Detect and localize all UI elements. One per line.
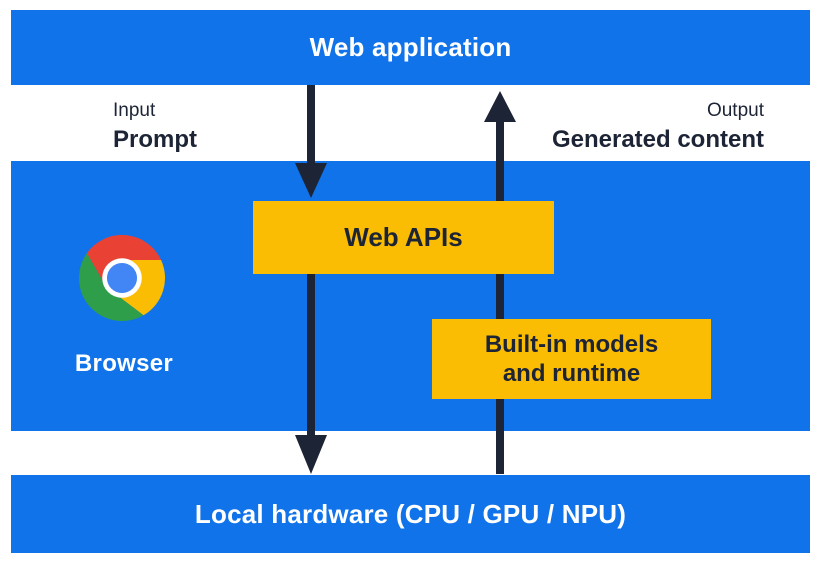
web-apis-label: Web APIs xyxy=(344,222,463,252)
local-hardware-label: Local hardware (CPU / GPU / NPU) xyxy=(194,498,627,529)
web-apis-box: Web APIs xyxy=(253,201,554,274)
down-arrow-webapis-to-hardware xyxy=(295,205,327,474)
browser-label: Browser xyxy=(74,350,174,377)
input-label-block: Input Prompt xyxy=(113,99,197,155)
local-hardware-bar: Local hardware (CPU / GPU / NPU) xyxy=(11,475,810,553)
prompt-label: Prompt xyxy=(113,126,197,153)
builtin-models-label-line1: Built-in models xyxy=(484,331,659,358)
input-title: Input xyxy=(113,100,156,121)
output-title: Output xyxy=(706,100,764,121)
web-application-label: Web application xyxy=(309,32,512,62)
down-arrow-app-to-webapis xyxy=(295,85,327,198)
up-arrow-hardware-to-app xyxy=(484,91,516,474)
chrome-icon xyxy=(79,235,165,321)
output-label-block: Output Generated content xyxy=(552,99,764,155)
builtin-models-label-line2: and runtime xyxy=(502,360,641,387)
builtin-models-box: Built-in models and runtime xyxy=(432,319,711,399)
generated-content-label: Generated content xyxy=(551,126,764,153)
web-application-bar: Web application xyxy=(11,10,810,85)
